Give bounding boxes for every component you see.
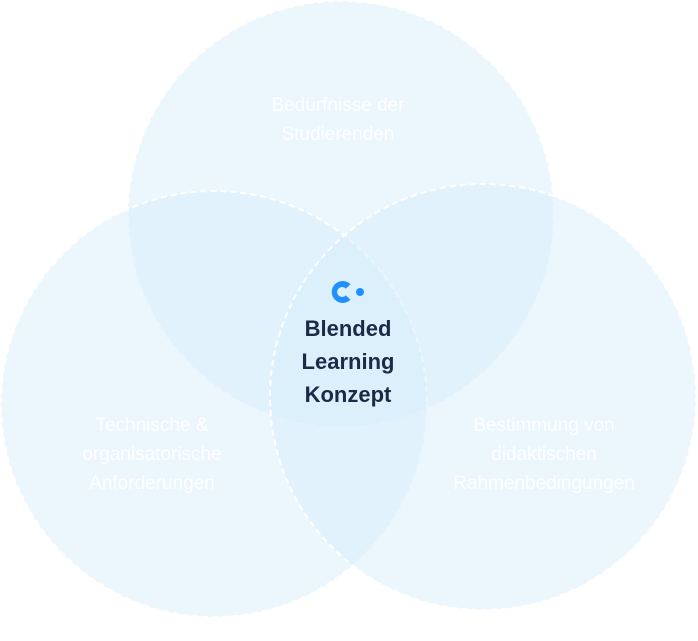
circle-label-right: Bestimmung von didaktischen Rahmenbeding… xyxy=(453,415,635,494)
circle-label-top: Bedürfnisse der Studierenden xyxy=(271,95,405,145)
decorative-ring-icon xyxy=(623,141,673,191)
decorative-ring-icon xyxy=(14,604,36,626)
center-title: Blended Learning Konzept xyxy=(301,316,395,407)
circle-label-left: Technische & organisatorische Anforderun… xyxy=(82,415,222,494)
decorative-ring-icon xyxy=(613,69,631,87)
circle-right xyxy=(269,183,697,611)
center-concept: Blended Learning Konzept xyxy=(268,278,428,411)
brand-logo-icon xyxy=(331,281,364,303)
